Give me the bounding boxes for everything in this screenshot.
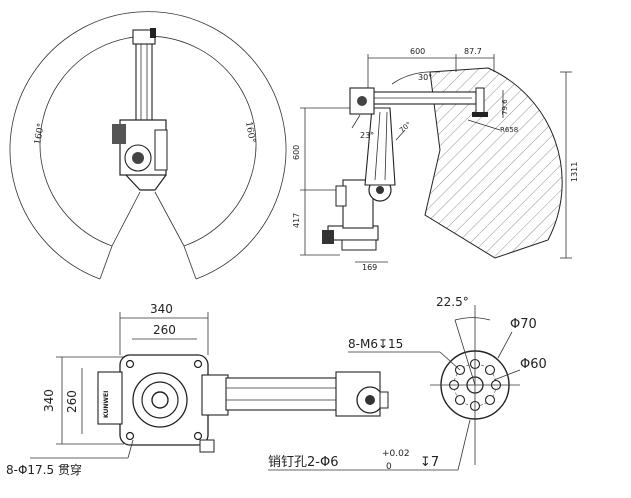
dim-87-7: 87.7 [464, 47, 482, 56]
flange-thread-note: 8-M6↧15 [348, 337, 403, 351]
dim-1311: 1311 [570, 162, 579, 182]
flange-angle: 22.5° [436, 295, 469, 309]
dim-600-horizontal: 600 [410, 47, 425, 56]
workspace-outer-arc [9, 11, 287, 280]
dim-260-width: 260 [153, 323, 176, 337]
base-motor-block [97, 371, 123, 425]
flange-pin-note: 销钉孔2-Φ6 [268, 455, 338, 470]
base-plate-label: KUNWEI [103, 391, 110, 418]
flange-dia-60: Φ60 [520, 357, 547, 372]
dim-340-width: 340 [150, 302, 173, 316]
flange-view: 22.5° 8-M6↧15 Φ70 Φ60 销钉孔2-Φ6 +0.02 0 ↧7 [268, 295, 547, 472]
dim-260-height: 260 [65, 390, 79, 413]
work-envelope [424, 67, 563, 259]
dim-600-vertical: 600 [292, 145, 301, 160]
top-angle-left: 160° [33, 122, 47, 145]
angle-30: 30° [418, 73, 432, 82]
base-hole-note: 8-Φ17.5 贯穿 [6, 462, 82, 477]
workspace-right-ray [154, 191, 185, 247]
flange-tol-lower: 0 [386, 462, 392, 472]
workspace-left-ray [111, 191, 141, 247]
flange-tol-upper: +0.02 [382, 449, 410, 459]
workspace-right-edge [183, 245, 197, 280]
top-angle-right: 160° [243, 121, 257, 144]
side-wrist [475, 87, 485, 115]
side-column [342, 179, 374, 229]
dim-r658: R658 [500, 126, 518, 134]
dim-417: 417 [292, 213, 301, 228]
top-view: 160° 160° [9, 11, 287, 280]
dim-79-6: 79.6 [501, 99, 509, 115]
dim-340-height: 340 [42, 389, 56, 412]
angle-70: 70° [398, 120, 413, 134]
base-view: 340 260 340 260 KUNWEI 8-Φ17.5 贯穿 [6, 302, 389, 477]
side-view: 600 87.7 30° 79.6 1311 R658 600 417 169 [292, 47, 579, 272]
workspace-left-edge [99, 245, 113, 280]
flange-pin-depth: ↧7 [420, 455, 439, 470]
angle-23: 23° [360, 131, 374, 140]
dim-169: 169 [362, 263, 377, 272]
flange-dia-70: Φ70 [510, 317, 537, 332]
side-lower-arm [364, 107, 396, 186]
